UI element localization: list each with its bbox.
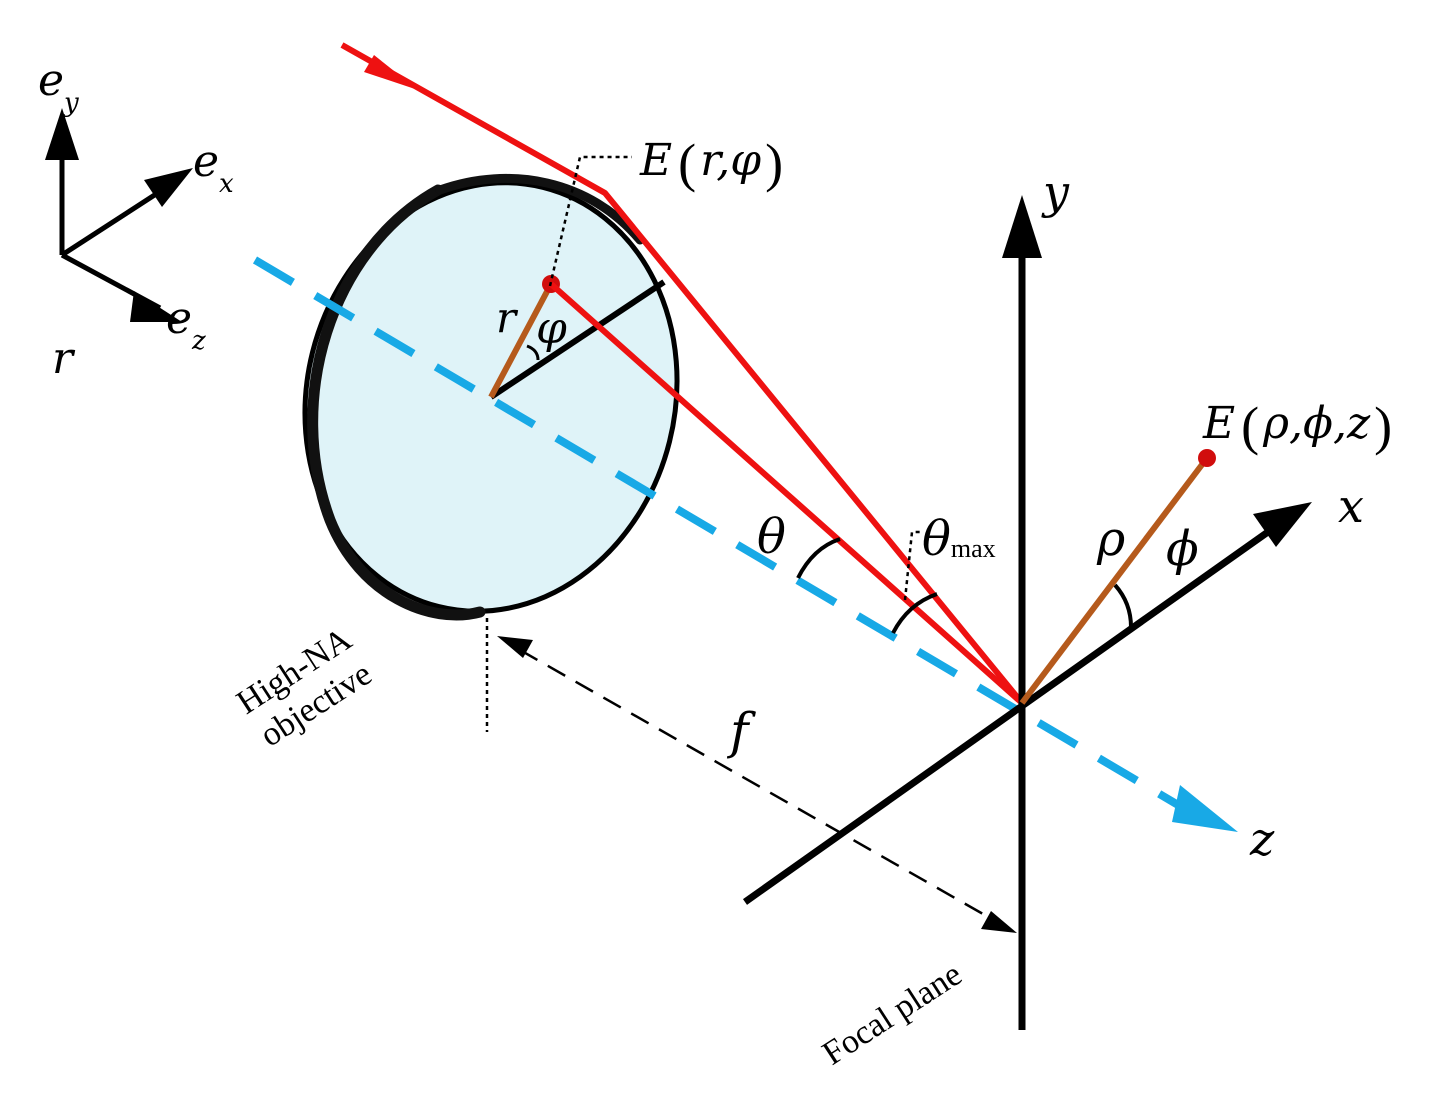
theta-max-leader (903, 530, 922, 601)
ez-arrowhead (130, 291, 182, 322)
incoming-ray-arrowhead (364, 55, 418, 90)
lens-radius: r φ (488, 275, 666, 400)
focal-length-arrowhead-left (497, 636, 533, 658)
focal-length-label: f (726, 702, 756, 760)
focal-axes (742, 195, 1312, 1030)
focal-length-dimension (497, 636, 1017, 933)
rho-line (1019, 456, 1210, 705)
ey-label: ey (38, 55, 79, 118)
focal-length-line (519, 648, 991, 920)
marginal-ray (340, 42, 1025, 705)
inner-ray (549, 281, 1024, 706)
phi-arc (1113, 583, 1133, 628)
theta-max-arc (891, 592, 938, 634)
objective-caption: High-NA objective (230, 620, 378, 754)
z-axis-arrowhead (1172, 785, 1238, 832)
optical-axis (252, 256, 1238, 832)
lens-varphi-label: φ (536, 303, 567, 354)
y-axis-arrowhead (1002, 195, 1042, 258)
basis-r-label: r (52, 333, 76, 384)
z-axis-label: z (1249, 812, 1275, 866)
varphi-arc (526, 344, 540, 361)
rho-label: ρ (1096, 511, 1125, 567)
lens-reference-radius (489, 279, 666, 400)
theta-max-label: θmax (922, 511, 996, 567)
lens-rim-shadow (307, 184, 486, 621)
focal-length-arrowhead-right (981, 911, 1017, 933)
theta-label: θ (757, 509, 786, 565)
focal-point-marker (1198, 449, 1216, 467)
rays (340, 42, 1025, 706)
y-axis-label: y (1041, 165, 1070, 219)
ex-label: ex (193, 136, 234, 199)
lens-rim-top (435, 173, 645, 245)
leader-lines (485, 155, 922, 732)
x-axis-label: x (1338, 479, 1364, 533)
field-in-label: E(r,φ) (639, 133, 783, 193)
theta-arc (796, 537, 841, 579)
phi-label: ϕ (1166, 521, 1199, 577)
optical-axis-line (252, 256, 1193, 816)
x-axis-arrowhead (1253, 502, 1312, 547)
basis-vectors: ey ex ez r (38, 55, 234, 384)
angle-arcs (796, 537, 1133, 634)
lens-r-label: r (496, 293, 519, 342)
ez-label: ez (166, 293, 206, 356)
ex-arrowhead (144, 168, 193, 207)
lens-radius-r (488, 282, 554, 399)
x-axis (742, 524, 1278, 905)
ey-arrowhead (45, 108, 79, 160)
focal-plane-caption: Focal plane (816, 956, 968, 1073)
field-out-label: E(ρ,ϕ,z) (1202, 396, 1392, 456)
ex-vector (60, 182, 172, 258)
